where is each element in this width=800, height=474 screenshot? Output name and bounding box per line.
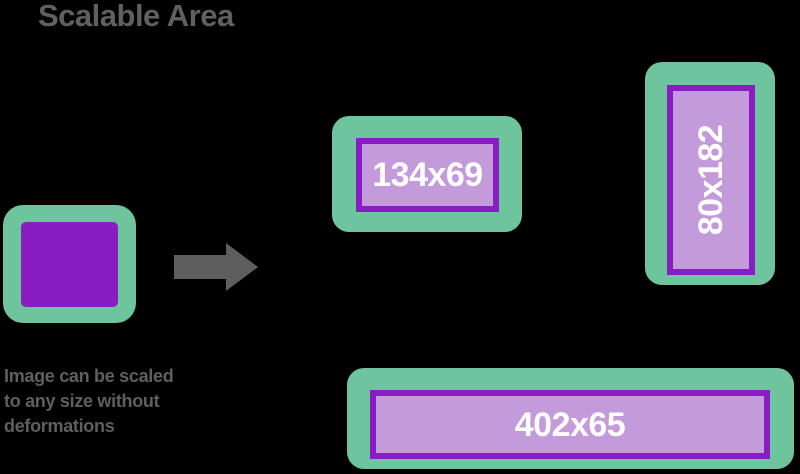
original-square-frame	[3, 205, 136, 323]
caption-line-3: deformations	[4, 416, 115, 436]
scaled-box-402x65: 402x65	[347, 368, 794, 469]
scaled-box-402x65-inner: 402x65	[370, 390, 770, 459]
original-square-fill	[21, 222, 118, 307]
scaled-box-80x182-fill: 80x182	[667, 85, 755, 275]
scaled-box-134x69-label: 134x69	[372, 156, 483, 194]
scaled-box-80x182: 80x182	[645, 62, 775, 285]
caption-line-1: Image can be scaled	[4, 366, 174, 386]
scaled-box-134x69-inner: 134x69	[356, 138, 499, 212]
scaled-box-134x69-fill: 134x69	[356, 138, 499, 212]
scaled-box-134x69: 134x69	[332, 116, 522, 232]
caption-text: Image can be scaled to any size without …	[4, 364, 244, 439]
arrow-right-icon	[174, 243, 258, 291]
caption-line-2: to any size without	[4, 391, 160, 411]
page-title: Scalable Area	[38, 0, 234, 33]
scaled-box-402x65-label: 402x65	[514, 405, 626, 444]
scaled-box-80x182-label: 80x182	[692, 124, 730, 236]
scaled-box-80x182-inner: 80x182	[667, 85, 755, 275]
scaled-box-402x65-fill: 402x65	[370, 390, 770, 459]
